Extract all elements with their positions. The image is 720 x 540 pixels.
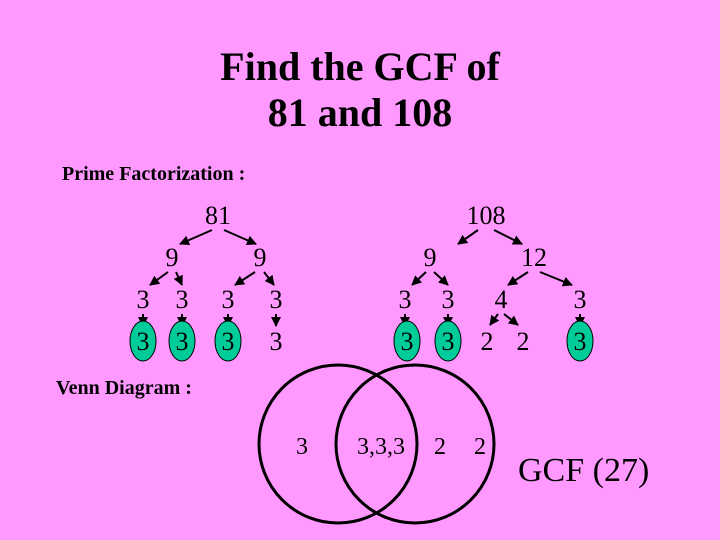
tree-108-factor: 12 xyxy=(521,243,547,272)
venn-intersection: 3,3,3 xyxy=(357,434,405,460)
factor-highlight xyxy=(434,320,462,362)
tree-108-factor: 3 xyxy=(399,285,412,314)
tree-108-branch xyxy=(539,271,573,287)
title-line-1: Find the GCF of xyxy=(220,44,500,89)
tree-81-factor: 3 xyxy=(222,285,235,314)
tree-108-branch xyxy=(433,271,449,286)
factor-highlight xyxy=(566,320,594,362)
tree-108-branch xyxy=(457,229,479,245)
tree-108-factor: 3 xyxy=(442,285,455,314)
tree-108-prime: 2 xyxy=(517,327,530,356)
tree-81-factor: 3 xyxy=(270,285,283,314)
title-line-2: 81 and 108 xyxy=(267,90,453,135)
tree-81-branch xyxy=(234,271,256,286)
tree-81-branch xyxy=(263,271,275,286)
tree-81-prime: 3 xyxy=(270,327,283,356)
tree-81-branch xyxy=(149,271,169,286)
venn-right-only: 2 xyxy=(474,434,486,460)
tree-108-branch xyxy=(411,271,427,286)
tree-108-prime: 3 xyxy=(442,327,455,356)
tree-108-root: 108 xyxy=(467,201,506,230)
factor-highlight xyxy=(393,320,421,362)
prime-factorization-label: Prime Factorization : xyxy=(62,163,246,185)
tree-81-prime: 3 xyxy=(176,327,189,356)
gcf-result: GCF (27) xyxy=(518,452,650,489)
tree-81-factor: 3 xyxy=(176,285,189,314)
venn-left-only: 3 xyxy=(296,434,308,460)
factor-highlight xyxy=(168,320,196,362)
factor-highlight xyxy=(129,320,157,362)
tree-81-prime: 3 xyxy=(222,327,235,356)
tree-108-factor: 3 xyxy=(574,285,587,314)
tree-108-branch xyxy=(507,271,529,286)
venn-right-only: 2 xyxy=(434,434,446,460)
tree-81-branch xyxy=(173,271,183,286)
tree-108-prime: 3 xyxy=(401,327,414,356)
tree-81-factor: 3 xyxy=(137,285,150,314)
tree-108-branch xyxy=(489,313,500,326)
tree-81-branch xyxy=(223,229,257,245)
tree-81-root: 81 xyxy=(205,201,231,230)
factor-highlight xyxy=(214,320,242,362)
tree-108-branch xyxy=(503,313,519,326)
venn-circle-108 xyxy=(334,363,496,525)
tree-108-factor: 4 xyxy=(495,285,508,314)
venn-diagram-label: Venn Diagram : xyxy=(56,377,192,399)
tree-108-prime: 3 xyxy=(574,327,587,356)
tree-108-prime: 2 xyxy=(481,327,494,356)
tree-108-factor: 9 xyxy=(424,243,437,272)
slide-title: Find the GCF of 81 and 108 xyxy=(0,44,720,136)
tree-108-branch xyxy=(493,229,523,245)
tree-81-factor: 9 xyxy=(254,243,267,272)
tree-81-branch xyxy=(179,229,213,245)
tree-81-prime: 3 xyxy=(137,327,150,356)
tree-81-factor: 9 xyxy=(166,243,179,272)
venn-circle-81 xyxy=(257,363,419,525)
